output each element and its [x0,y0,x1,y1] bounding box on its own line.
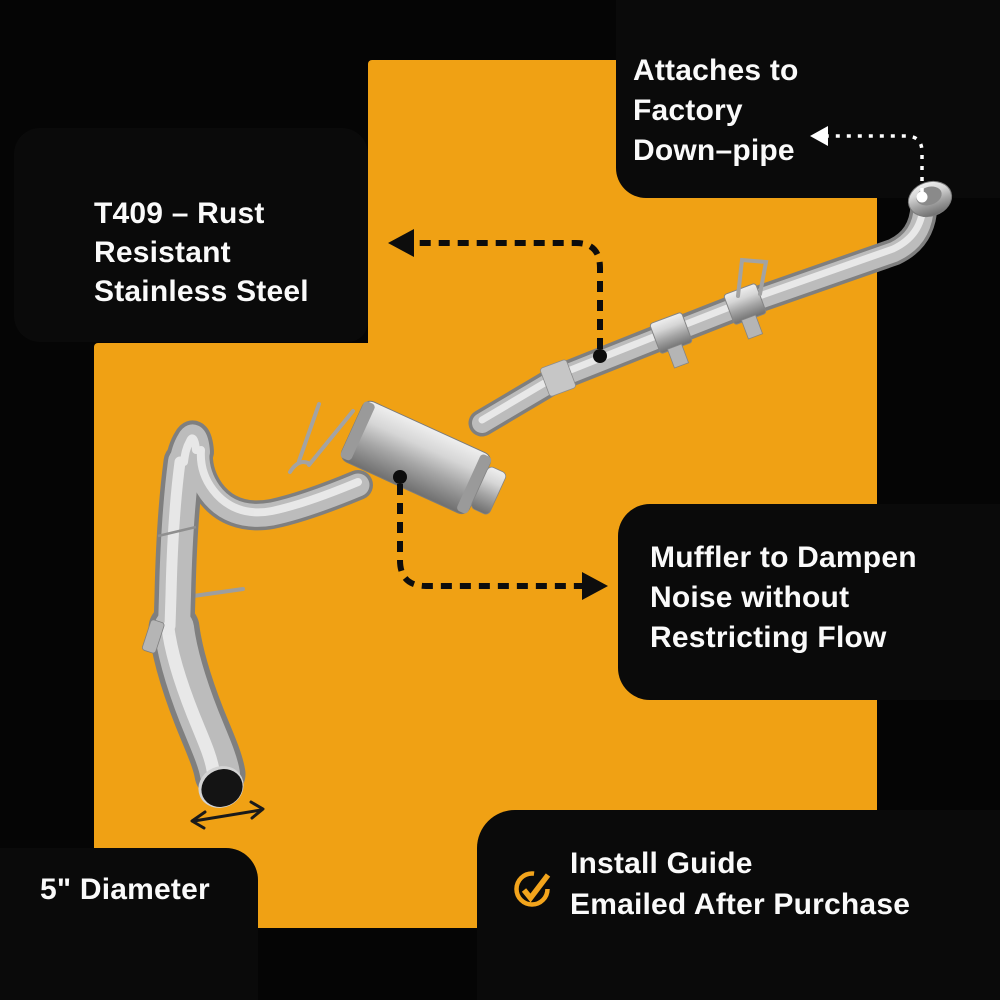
callout-panel-diameter: 5" Diameter [0,848,258,1000]
callout-line: Attaches to [633,54,799,87]
callout-line: Emailed After Purchase [570,888,911,921]
callout-text-material: T409 – Rust Resistant Stainless Steel [94,194,309,311]
callout-line: Resistant [94,236,231,269]
callout-text-downpipe: Attaches to Factory Down–pipe [633,51,799,171]
callout-text-muffler: Muffler to Dampen Noise without Restrict… [650,538,917,658]
callout-line: Install Guide [570,847,753,880]
callout-panel-downpipe: Attaches to Factory Down–pipe [616,0,1000,198]
callout-line: Noise without [650,581,850,614]
callout-panel-install: Install Guide Emailed After Purchase [477,810,1000,1000]
check-icon [514,871,551,907]
callout-line: T409 – Rust [94,197,265,230]
callout-line: Restricting Flow [650,621,887,654]
callout-line: Stainless Steel [94,275,309,308]
callout-panel-muffler: Muffler to Dampen Noise without Restrict… [618,504,1000,700]
callout-text-diameter: 5" Diameter [40,873,210,906]
callout-line: Down–pipe [633,134,795,167]
callout-text-install: Install Guide Emailed After Purchase [570,843,910,925]
callout-line: Muffler to Dampen [650,541,917,574]
callout-line: Factory [633,94,743,127]
callout-panel-material: T409 – Rust Resistant Stainless Steel [14,128,368,342]
